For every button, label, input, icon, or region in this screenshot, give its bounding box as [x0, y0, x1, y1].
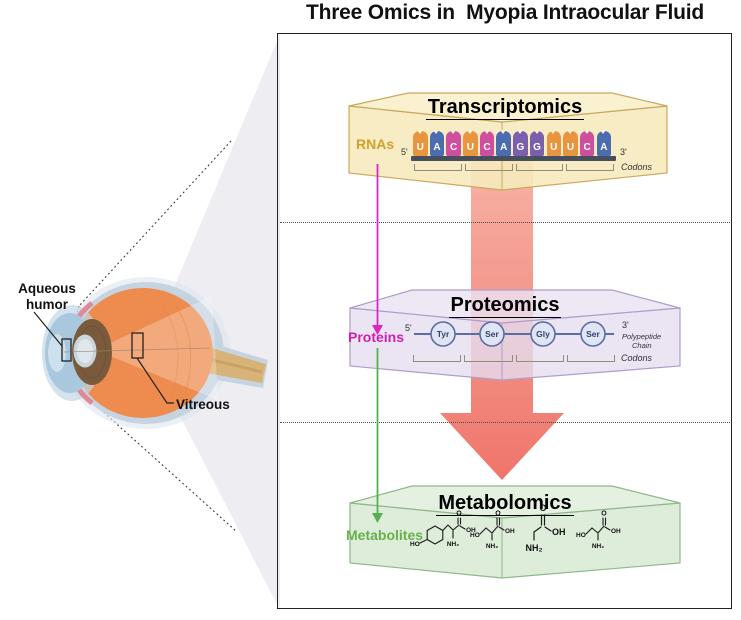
- light-cone: [95, 296, 218, 400]
- aqueous-humor-label: Aqueous: [18, 281, 76, 296]
- nucleotide-A: A: [596, 130, 612, 156]
- proteomics-title: Proteomics: [448, 294, 562, 318]
- aqueous-pointer-line: [33, 311, 63, 347]
- zoom-dotted-line-top: [78, 140, 232, 307]
- atom-label: O: [539, 503, 546, 513]
- visual-axis: [63, 347, 211, 353]
- protein-to-metabolite-arrow: [372, 348, 383, 523]
- rna-codon-brackets: [414, 164, 614, 171]
- retina-vessel: [159, 299, 179, 401]
- residue-circle: [479, 321, 505, 347]
- rna-to-protein-arrow: [372, 164, 383, 335]
- metabolite-serine: HO O OH NH₂: [576, 511, 621, 551]
- nucleotide-G: G: [529, 130, 545, 156]
- nucleotide-U: U: [463, 130, 478, 156]
- metabolite-tyrosine: HO O OH NH₂: [410, 511, 476, 549]
- aqueous-humor-label: humor: [26, 297, 69, 312]
- metabolite-serine: HO O OH NH₂: [470, 511, 515, 551]
- atom-label: OH: [505, 528, 515, 535]
- residue-circle: [580, 321, 606, 347]
- polypeptide-chain: 5' Tyr Ser Gly Ser 3' Polypeptide Chain: [405, 320, 661, 350]
- atom-label: O: [495, 511, 501, 518]
- codon-bracket: [515, 164, 564, 171]
- rnas-label: RNAs: [356, 136, 395, 152]
- metabolomics-box: [349, 485, 681, 579]
- nucleotide-C: C: [579, 130, 595, 156]
- atom-label: OH: [552, 527, 566, 537]
- vitreous-pointer-line: [136, 357, 174, 404]
- panel-divider-2: [280, 422, 732, 423]
- residue-label: Gly: [536, 329, 550, 339]
- residue-label: Ser: [586, 329, 600, 339]
- protein-codon-brackets: [413, 355, 615, 362]
- atom-label: OH: [466, 527, 476, 534]
- eye-illustration: Aqueous humor Vitreous: [18, 34, 280, 610]
- metabolite-structures: HO O OH NH₂ HO O OH NH₂ O OH NH₂: [410, 503, 621, 553]
- vitreous-label: Vitreous: [176, 397, 230, 412]
- protein-codons-label: Codons: [621, 353, 653, 363]
- nucleotide-C: C: [479, 130, 495, 156]
- atom-label: NH₂: [526, 543, 543, 553]
- nucleotide-U: U: [563, 130, 578, 156]
- nucleotide-A: A: [429, 130, 445, 156]
- rna-codons-label: Codons: [621, 162, 653, 172]
- atom-label: HO: [576, 532, 586, 539]
- polypeptide-chain-label: Polypeptide: [622, 332, 661, 341]
- protein-three-prime-label: 3': [622, 320, 629, 330]
- rna-five-prime-label: 5': [401, 147, 408, 157]
- codon-bracket: [566, 164, 614, 171]
- nucleotide-C: C: [446, 130, 461, 156]
- atom-label: NH₂: [447, 541, 459, 548]
- codon-bracket: [464, 164, 513, 171]
- figure-title: Three Omics in Myopia Intraocular Fluid: [305, 1, 705, 24]
- atom-label: OH: [611, 528, 621, 535]
- figure-frame: [277, 33, 732, 609]
- panel-divider-1: [280, 222, 732, 223]
- aqueous-humor-marker: [61, 338, 72, 362]
- atom-label: O: [456, 511, 462, 518]
- atom-label: NH₂: [592, 543, 604, 550]
- nucleotide-A: A: [496, 130, 511, 156]
- atom-label: O: [601, 511, 607, 518]
- polypeptide-chain-label: Chain: [632, 341, 652, 350]
- codon-bracket: [414, 164, 462, 171]
- residue-label: Tyr: [437, 329, 450, 339]
- metabolites-label: Metabolites: [346, 527, 424, 543]
- atom-label: NH₂: [486, 543, 498, 550]
- rna-strand: [411, 156, 616, 161]
- residue-label: Ser: [485, 329, 499, 339]
- proteins-label: Proteins: [348, 329, 405, 345]
- metabolomics-title: Metabolomics: [436, 492, 574, 516]
- transcriptomics-title: Transcriptomics: [425, 96, 585, 120]
- eyeball: [42, 277, 268, 429]
- protein-five-prime-label: 5': [405, 323, 412, 333]
- nucleotide-G: G: [513, 130, 528, 156]
- codon-bracket: [566, 355, 615, 362]
- metabolite-glycine: O OH NH₂: [526, 503, 566, 553]
- nucleotide-U: U: [413, 130, 428, 156]
- residue-circle: [430, 321, 456, 347]
- residue-circle: [530, 321, 556, 347]
- codon-bracket: [515, 355, 564, 362]
- atom-label: HO: [410, 541, 420, 548]
- rna-three-prime-label: 3': [620, 147, 627, 157]
- retina-vessel: [174, 304, 192, 396]
- codon-bracket: [413, 355, 462, 362]
- atom-label: HO: [470, 532, 480, 539]
- codon-bracket: [464, 355, 513, 362]
- nucleotide-U: U: [546, 130, 561, 156]
